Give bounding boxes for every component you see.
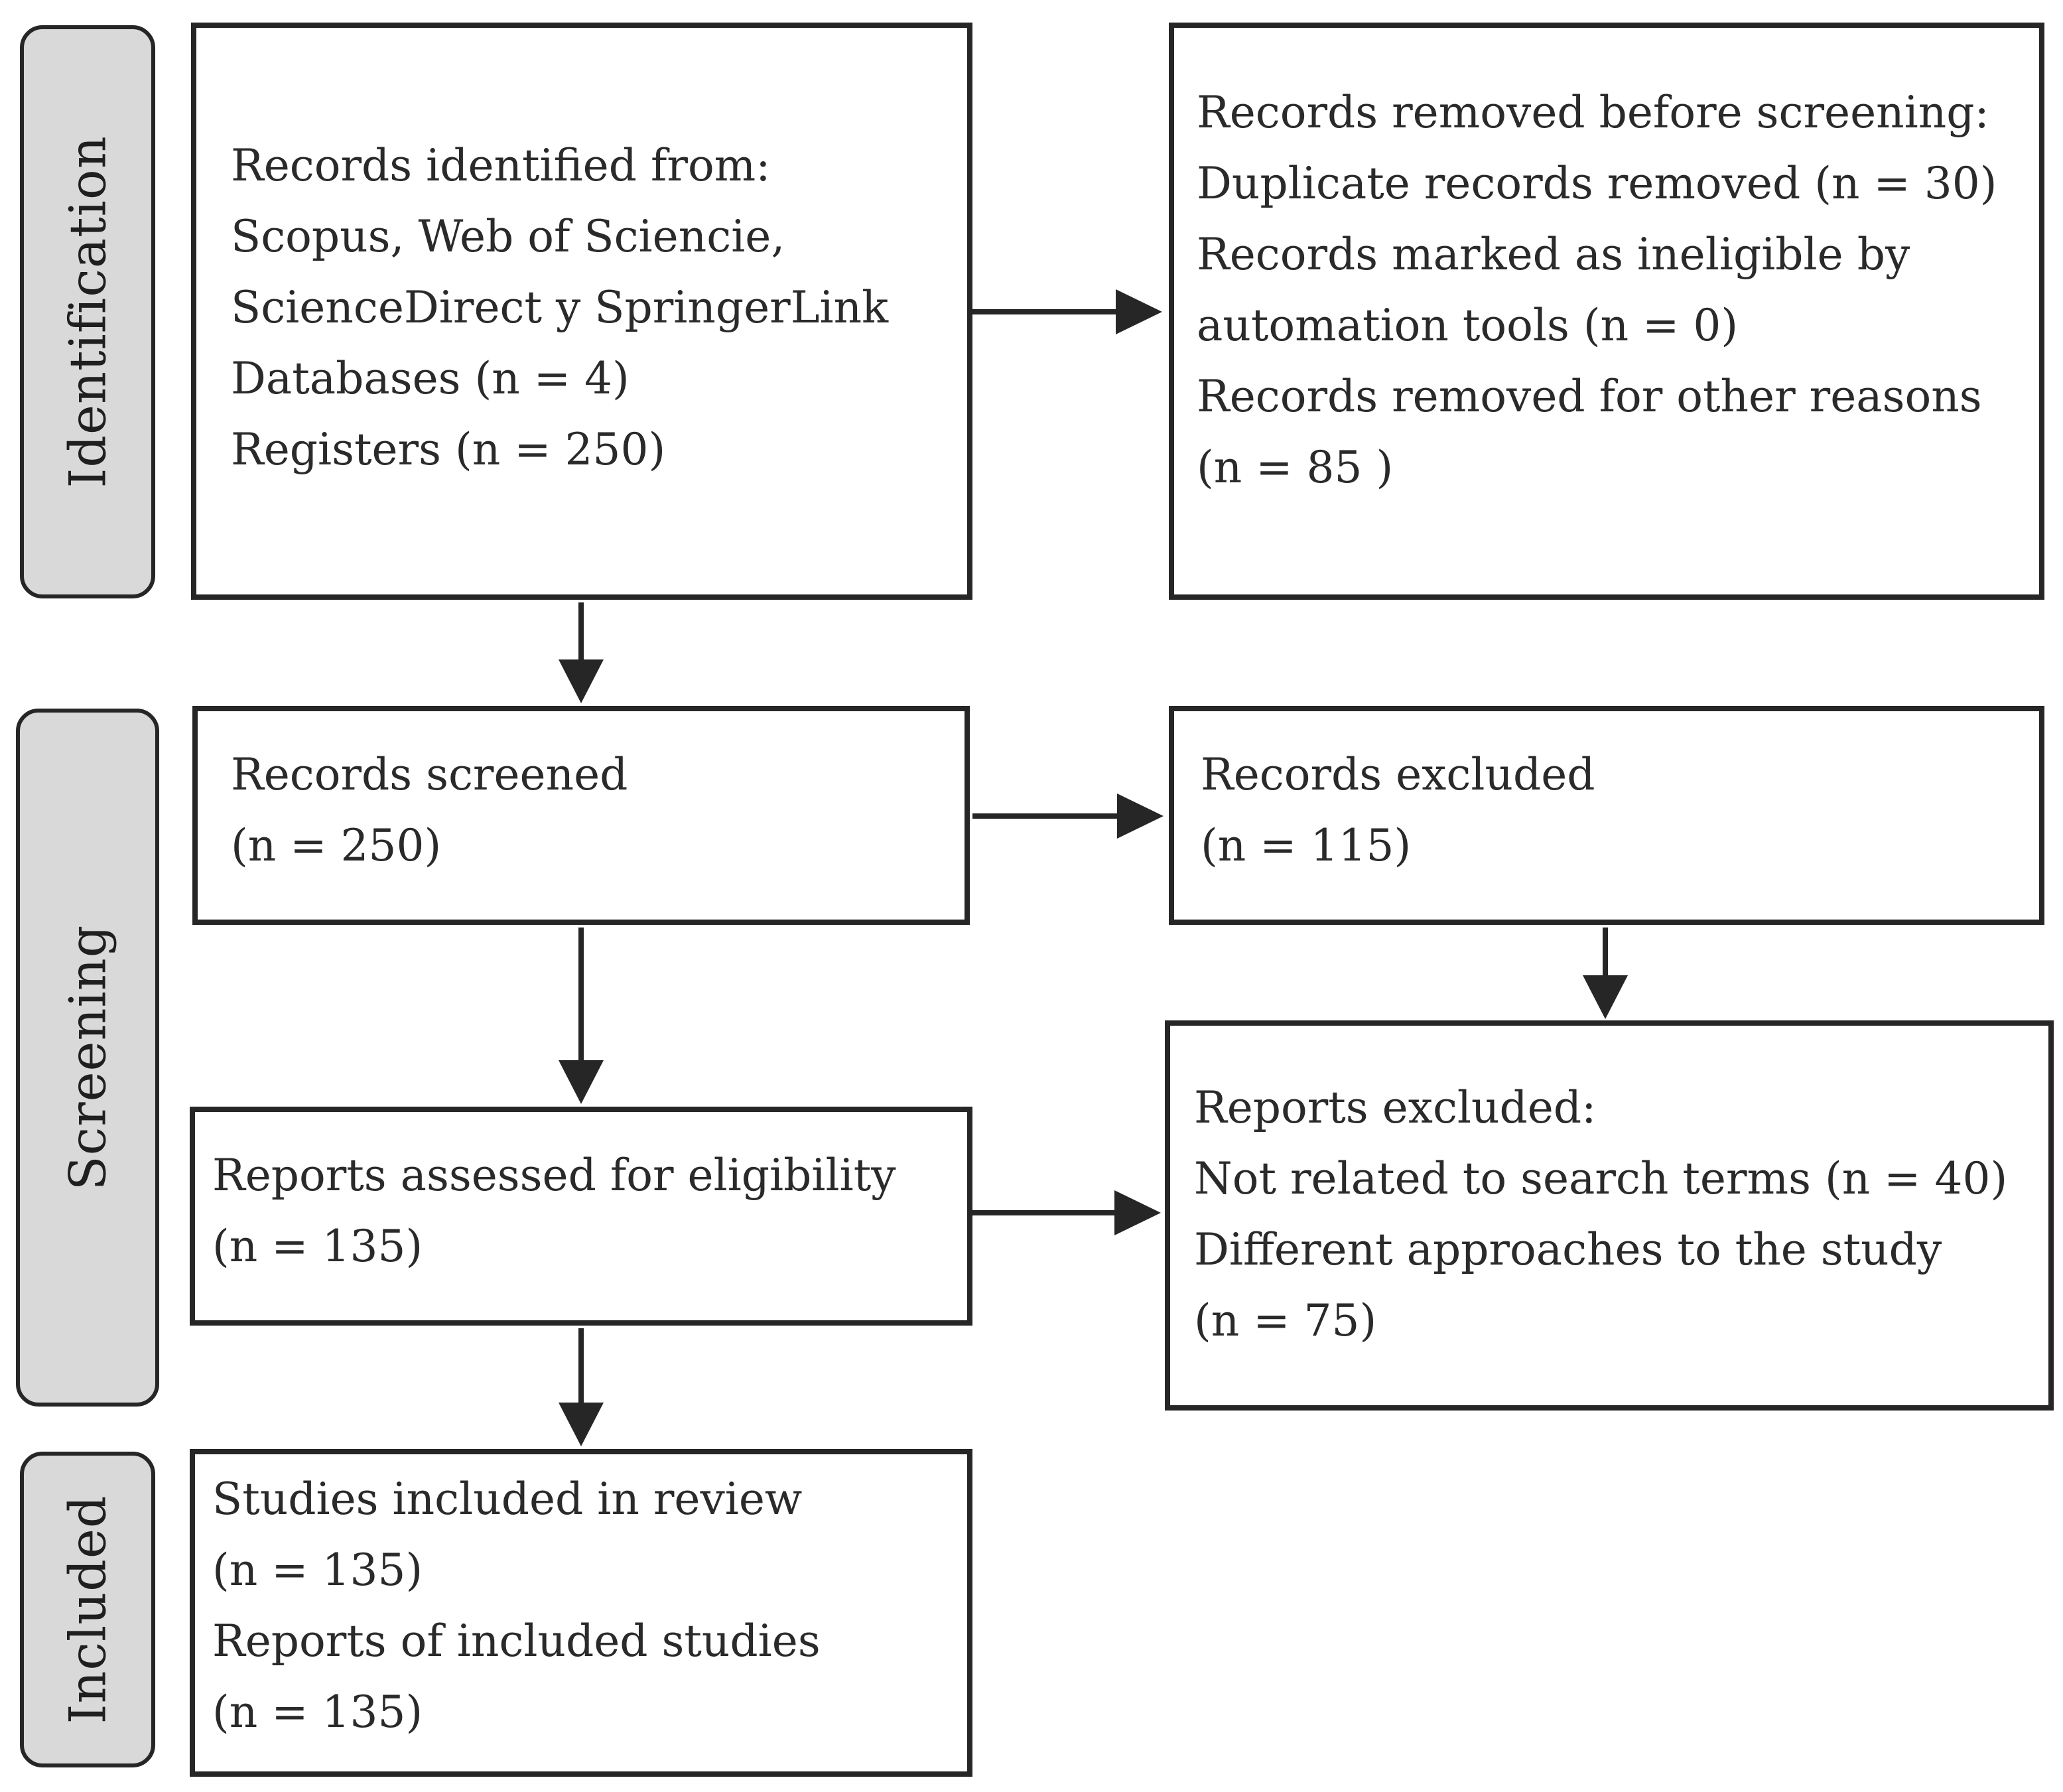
arrow-screened-to-assessed [559,928,604,1104]
box-records-excluded [1169,706,2044,925]
box-reports-assessed [190,1107,972,1326]
text-line: Records marked as ineligible by [1197,229,1910,280]
reports-assessed-text: Reports assessed for eligibility (n = 13… [212,1140,896,1282]
text-line: Reports excluded: [1194,1082,1597,1133]
text-line: Different approaches to the study [1194,1224,1942,1275]
text-line: (n = 75) [1194,1295,1377,1346]
studies-included-text: Studies included in review (n = 135) Rep… [212,1464,821,1748]
arrow-assessed-to-reports-excluded [972,1190,1161,1235]
text-line: (n = 135) [212,1545,423,1596]
box-records-removed [1169,23,2044,600]
phase-screening: Screening [16,709,159,1407]
text-line: Records removed before screening: [1197,87,1989,138]
box-reports-excluded [1165,1020,2054,1411]
text-line: (n = 115) [1201,820,1412,871]
text-line: (n = 135) [212,1687,423,1738]
phase-screening-label: Screening [58,924,117,1191]
arrow-assessed-to-included [559,1328,604,1446]
records-screened-text: Records screened (n = 250) [231,739,628,881]
records-removed-text: Records removed before screening: Duplic… [1197,77,1997,503]
text-line: Registers (n = 250) [231,424,666,475]
box-records-screened [192,706,970,925]
text-line: Records excluded [1201,749,1595,800]
text-line: (n = 135) [212,1221,423,1272]
records-identified-text: Records identified from: Scopus, Web of … [231,130,888,485]
arrow-identified-to-screened [559,602,604,703]
text-line: automation tools (n = 0) [1197,300,1739,351]
arrow-records-excluded-to-reports-excluded [1583,928,1628,1019]
arrow-screened-to-excluded [972,793,1164,839]
text-line: Reports of included studies [212,1616,821,1667]
phase-included-label: Included [58,1495,117,1724]
box-records-identified [191,23,972,600]
text-line: Databases (n = 4) [231,353,630,404]
text-line: Studies included in review [212,1474,803,1525]
box-studies-included [190,1449,972,1777]
text-line: (n = 85 ) [1197,442,1394,493]
phase-identification-label: Identification [58,135,117,488]
phase-identification: Identification [20,25,155,598]
text-line: Records removed for other reasons [1197,371,1982,422]
text-line: Scopus, Web of Sciencie, [231,211,785,262]
arrow-identified-to-removed [972,289,1162,334]
reports-excluded-text: Reports excluded: Not related to search … [1194,1072,2007,1356]
text-line: ScienceDirect y SpringerLink [231,282,889,333]
text-line: Not related to search terms (n = 40) [1194,1153,2008,1204]
text-line: Reports assessed for eligibility [212,1150,896,1201]
records-excluded-text: Records excluded (n = 115) [1201,739,1595,881]
text-line: Duplicate records removed (n = 30) [1197,158,1997,209]
text-line: Records screened [231,749,628,800]
phase-included: Included [20,1452,155,1767]
text-line: Records identified from: [231,140,771,191]
text-line: (n = 250) [231,820,442,871]
